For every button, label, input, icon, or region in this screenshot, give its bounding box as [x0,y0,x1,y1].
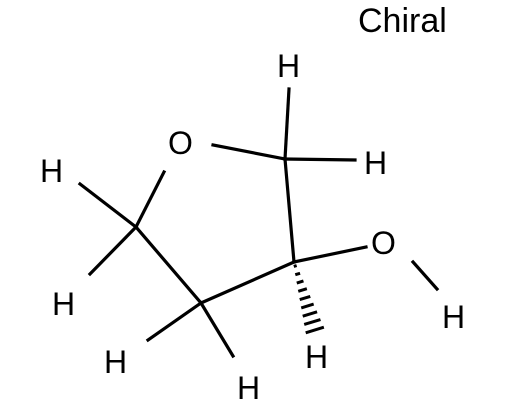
atom-c5-hydrogen-top: H [277,48,300,84]
atom-hydroxyl-oxygen: O [371,225,396,261]
chiral-flag: Chiral [358,2,447,40]
hash-stroke [305,325,325,335]
atom-ring-oxygen: O [168,125,193,161]
bond-c5-c3 [283,157,296,264]
bond-c3-o-hydroxyl [292,245,368,264]
atom-c4-hydrogen-bottom: H [237,370,260,406]
atom-c4-hydrogen-left: H [104,344,127,380]
atom-c2-hydrogen-upper: H [40,153,63,189]
hash-stroke [300,302,315,310]
hash-stroke [294,271,301,277]
hash-stroke [302,310,318,318]
hash-stroke [293,264,298,268]
atom-c2-hydrogen-lower: H [52,286,75,322]
bond-c2-h-upper [77,181,139,230]
hashed-wedge-bond-c3-h [293,264,325,335]
bond-c5-h-right [283,157,357,162]
atom-c3-hydrogen: H [305,339,328,375]
hash-stroke [297,287,308,293]
bond-c4-h-left [145,300,204,343]
hash-stroke [296,279,304,285]
bond-c5-h-top [283,87,291,161]
bond-c2-h-lower [87,224,139,277]
hash-stroke [299,294,311,302]
bond-c3-c4 [198,259,297,306]
bond-o-h-hydroxyl [410,259,440,292]
hash-stroke [303,318,321,326]
atom-hydroxyl-hydrogen: H [442,299,465,335]
atom-c5-hydrogen-right: H [364,145,387,181]
bond-c4-h-bottom [198,300,236,359]
bond-c4-c2 [133,224,204,306]
bond-c2-o1 [133,169,167,230]
bond-o1-c5 [211,143,287,161]
